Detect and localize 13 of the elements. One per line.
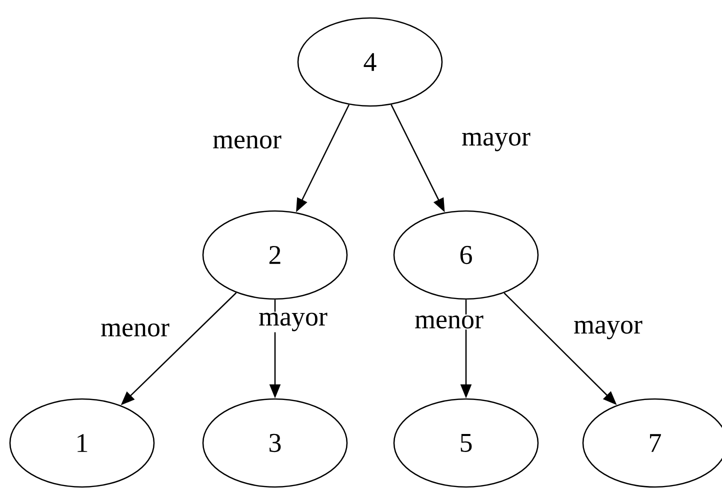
- edge-label: menor: [414, 314, 484, 330]
- tree-node: 7: [582, 398, 722, 488]
- tree-node: 2: [202, 210, 348, 300]
- tree-node: 4: [297, 17, 443, 107]
- edge-label: mayor: [258, 312, 328, 332]
- tree-node: 5: [393, 398, 539, 488]
- edge-label: mayor: [460, 132, 532, 152]
- edge-label: menor: [212, 134, 282, 150]
- edge-label: menor: [100, 322, 170, 338]
- tree-node: 6: [393, 210, 539, 300]
- tree-node: 3: [202, 398, 348, 488]
- tree-node: 1: [9, 398, 155, 488]
- edge-label: mayor: [572, 320, 644, 340]
